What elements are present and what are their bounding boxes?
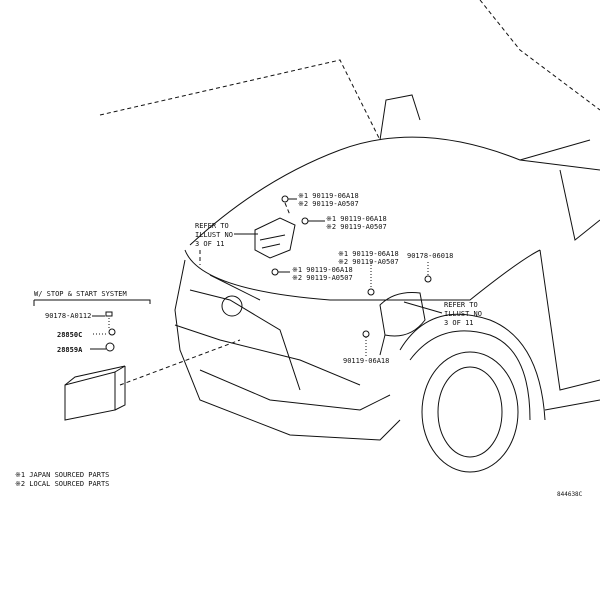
- note-local-sourced: ※2 LOCAL SOURCED PARTS: [15, 480, 109, 488]
- leader-lines: [33, 198, 443, 386]
- reservoir-right: [379, 292, 426, 356]
- washer-tank: [254, 217, 296, 259]
- callout-bolt-lower-local: ※2 90119-A0507: [292, 274, 353, 282]
- callout-bolt-lower-japan: ※1 90119-06A18: [292, 266, 353, 274]
- part-90178-A0112: 90178-A0112: [45, 312, 91, 320]
- callout-bolt-bottom: 90119-06A18: [343, 357, 389, 365]
- refer-right-line2: ILLUST NO: [444, 310, 482, 318]
- diagram-code: 844638C: [557, 491, 583, 498]
- callout-nut-right: 90178-06018: [407, 252, 453, 260]
- vehicle-outline: [99, 0, 600, 473]
- battery: [64, 365, 126, 421]
- refer-right-line1: REFER TO: [444, 301, 478, 309]
- refer-left-line3: 3 OF 11: [195, 240, 225, 248]
- note-japan-sourced: ※1 JAPAN SOURCED PARTS: [15, 471, 109, 479]
- stop-start-title: W/ STOP & START SYSTEM: [34, 290, 127, 298]
- callout-bolt-center-japan: ※1 90119-06A18: [338, 250, 399, 258]
- callout-bolt-top-local: ※2 90119-A0507: [298, 200, 359, 208]
- refer-left-line2: ILLUST NO: [195, 231, 233, 239]
- refer-right-line3: 3 OF 11: [444, 319, 474, 327]
- callout-bolt-right-local: ※2 90119-A0507: [326, 223, 387, 231]
- callout-bolt-right-japan: ※1 90119-06A18: [326, 215, 387, 223]
- callout-bolt-top-japan: ※1 90119-06A18: [298, 192, 359, 200]
- refer-left-line1: REFER TO: [195, 222, 229, 230]
- part-28850C: 28850C: [57, 331, 82, 339]
- part-28859A: 28859A: [57, 346, 83, 354]
- callout-bolt-center-local: ※2 90119-A0507: [338, 258, 399, 266]
